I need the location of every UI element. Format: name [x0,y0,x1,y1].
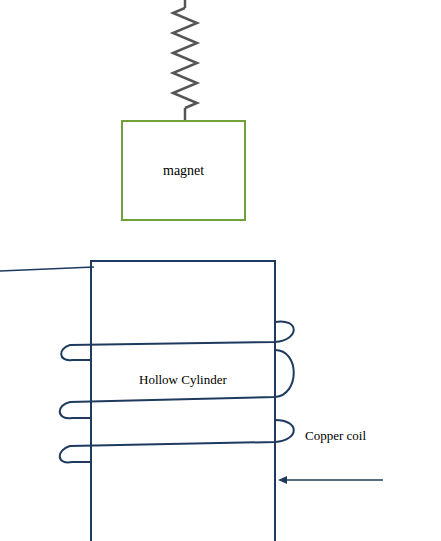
spring [173,0,197,120]
cylinder-body: Hollow Cylinder [90,260,276,541]
pointer-line [0,267,94,271]
cylinder-label: Hollow Cylinder [139,372,227,388]
leader-arrow [278,476,383,484]
part-label: Copper coil [305,428,366,444]
magnet-label: magnet [163,163,204,179]
magnet-box: magnet [121,120,246,221]
coil-windings [60,322,294,463]
